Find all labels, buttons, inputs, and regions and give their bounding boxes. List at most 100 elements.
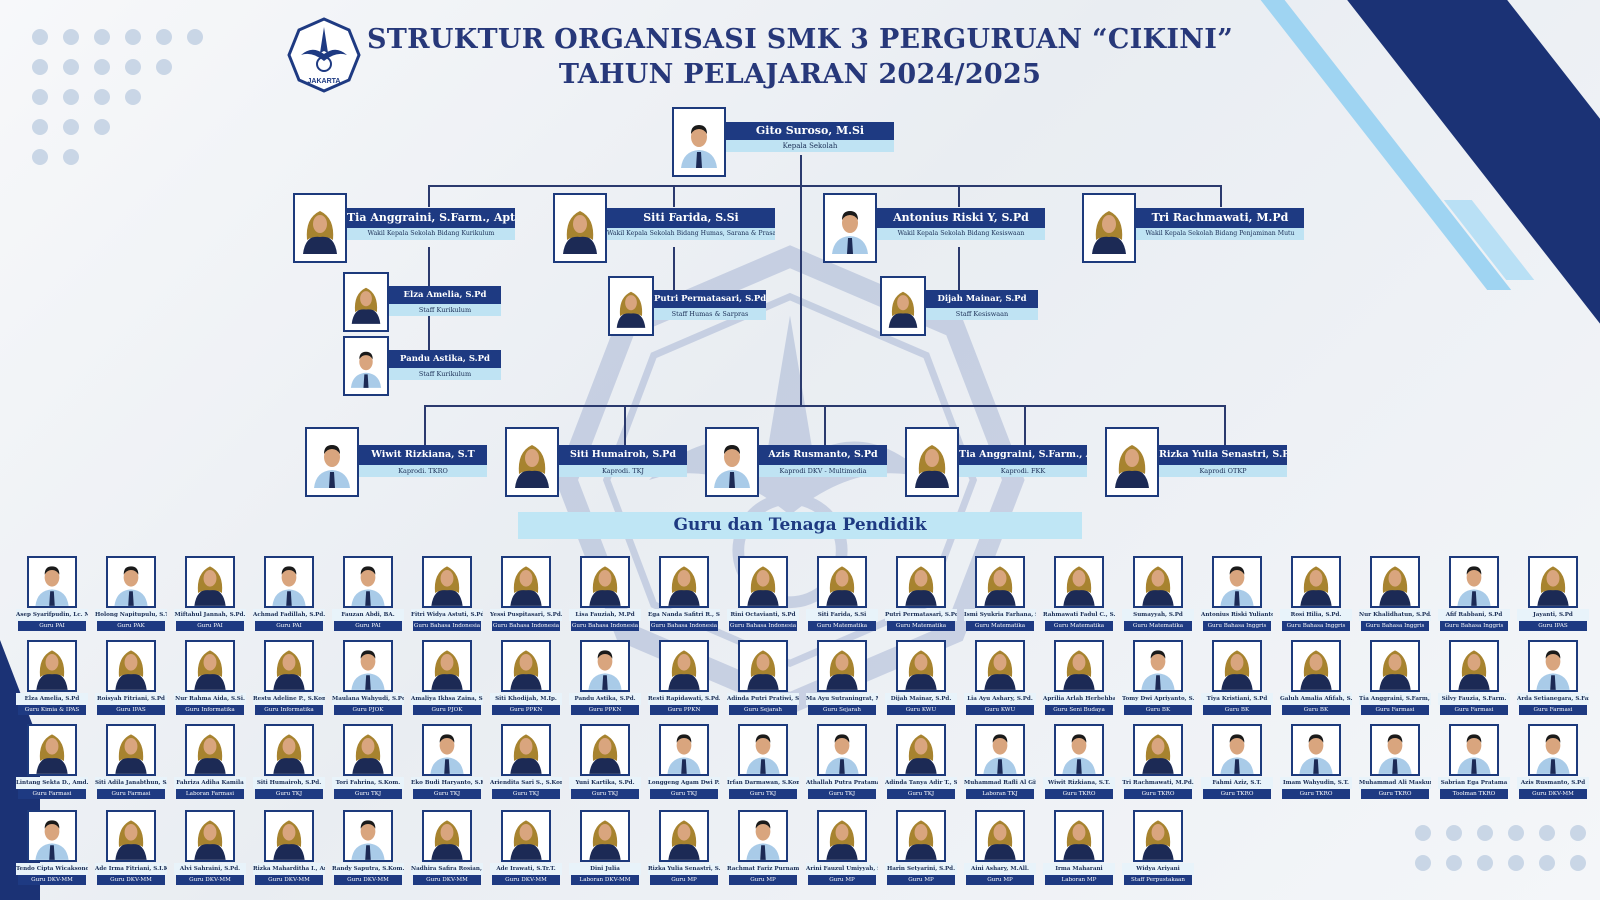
avatar (975, 640, 1025, 692)
teacher-name: Ega Nanda Safitri R., S.Pd. (648, 609, 720, 621)
teacher-name: Muhammad Ali Maskur (1359, 777, 1431, 789)
person-male-icon (582, 642, 628, 690)
person-female-icon (266, 812, 312, 860)
teacher-card: Siti Khodijah, M.Ip.Guru PPKN (490, 640, 562, 720)
connector-line (424, 405, 426, 447)
teacher-card: Rizka Yulia Senastri, S.Pd.Guru MP (648, 810, 720, 890)
teacher-card: Muhammad Rafli Al GifariLaboran TKJ (964, 724, 1036, 804)
teacher-card: Silvy Fauzia, S.Farm.Guru Farmasi (1438, 640, 1510, 720)
teacher-role: Guru MP (887, 875, 955, 885)
connector-line (958, 247, 960, 292)
teacher-name: Fitri Widya Astuti, S.Pd. (411, 609, 483, 621)
teacher-card: Amaliya Ikhsa Zaina, S.Or.Guru PJOK (411, 640, 483, 720)
teacher-role: Guru MP (966, 875, 1034, 885)
teacher-name: Widya Ariyani (1122, 863, 1194, 875)
teacher-role: Guru PJOK (413, 705, 481, 715)
teacher-card: Holong Napitupulu, S.Th.Guru PAK (95, 556, 167, 636)
person-male-icon (977, 726, 1023, 774)
teacher-card: Arda Setianegara, S.Farm.Guru Farmasi (1517, 640, 1589, 720)
person-female-icon (661, 642, 707, 690)
teacher-card: Nur Rahma Aida, S.Si.Guru Informatika (174, 640, 246, 720)
avatar (343, 810, 393, 862)
avatar (1105, 427, 1159, 497)
person-female-icon (424, 812, 470, 860)
teacher-name: Miftahul Jannah, S.Pd. (174, 609, 246, 621)
teacher-name: Nadhira Safira Rosian, Amd. (411, 863, 483, 875)
teacher-card: Alvi Sahraini, S.Pd.Guru DKV-MM (174, 810, 246, 890)
teacher-role: Guru PPKN (650, 705, 718, 715)
kaprodi-card-name: Rizka Yulia Senastri, S.Pd. (1159, 445, 1287, 465)
teacher-name: Lia Ayu Ashary, S.Pd. (964, 693, 1036, 705)
teacher-role: Guru TKRO (1124, 789, 1192, 799)
avatar (608, 276, 654, 336)
teacher-role: Guru TKJ (413, 789, 481, 799)
teacher-name: Ismi Syukria Farhana, S.Pd (964, 609, 1036, 621)
avatar (1054, 810, 1104, 862)
teacher-card: Rizka Maharditha I., Amd.Guru DKV-MM (253, 810, 325, 890)
person-male-icon (266, 558, 312, 606)
person-male-icon (424, 726, 470, 774)
avatar (422, 810, 472, 862)
avatar (27, 640, 77, 692)
person-male-icon (674, 116, 724, 168)
avatar (422, 724, 472, 776)
teacher-card: Harin Setyarini, S.Pd.Guru MP (885, 810, 957, 890)
teacher-role: Guru TKJ (650, 789, 718, 799)
avatar (659, 556, 709, 608)
teacher-role: Guru PJOK (334, 705, 402, 715)
teacher-card: Restu Adeline P., S.Kom.Guru Informatika (253, 640, 325, 720)
teacher-card: Randy Saputra, S.Kom.Guru DKV-MM (332, 810, 404, 890)
kaprodi-card-name: Siti Humairoh, S.Pd (559, 445, 687, 465)
teacher-name: Rizka Yulia Senastri, S.Pd. (648, 863, 720, 875)
avatar (896, 556, 946, 608)
teacher-card: Rachmat Fariz Purnama, S.Pd.Guru MP (727, 810, 799, 890)
person-female-icon (424, 642, 470, 690)
teacher-role: Guru Bahasa Inggris (1440, 621, 1508, 631)
teacher-role: Laboran DKV-MM (571, 875, 639, 885)
teacher-name: Antonius Riski Yulianto, S.Pd (1201, 609, 1273, 621)
person-female-icon (108, 726, 154, 774)
teacher-name: Yessi Puspitasari, S.Pd. (490, 609, 562, 621)
person-female-icon (1056, 558, 1102, 606)
person-female-icon (1372, 558, 1418, 606)
staff-card-name: Pandu Astika, S.Pd (389, 350, 501, 368)
person-female-icon (503, 726, 549, 774)
avatar (1212, 640, 1262, 692)
avatar (705, 427, 759, 497)
teacher-name: Longgeng Agam Dwi P., S.Kom. (648, 777, 720, 789)
person-female-icon (898, 642, 944, 690)
person-female-icon (1084, 202, 1134, 254)
avatar (343, 336, 389, 396)
avatar (1291, 556, 1341, 608)
teacher-card: Adinda Tanya Adir T., S.Kom.Guru TKJ (885, 724, 957, 804)
teacher-name: Fahriza Adiha Kamila (174, 777, 246, 789)
teacher-name: Asep Syarifpudin, Lc. M.Ag. (16, 609, 88, 621)
teacher-card: Imam Wahyudin, S.T.Guru TKRO (1280, 724, 1352, 804)
person-female-icon (907, 436, 957, 488)
teacher-role: Guru Bahasa Inggris (1361, 621, 1429, 631)
person-female-icon (898, 812, 944, 860)
avatar (1449, 724, 1499, 776)
teacher-name: Siti Farida, S.Si (806, 609, 878, 621)
teacher-card: Ade Irawati, S.Tr.T.Guru DKV-MM (490, 810, 562, 890)
teacher-role: Guru TKRO (1282, 789, 1350, 799)
teacher-name: Ade Irawati, S.Tr.T. (490, 863, 562, 875)
avatar (817, 724, 867, 776)
avatar (1370, 724, 1420, 776)
avatar (343, 556, 393, 608)
teacher-role: Guru Farmasi (18, 789, 86, 799)
avatar (659, 810, 709, 862)
teacher-name: Muhammad Rafli Al Gifari (964, 777, 1036, 789)
person-female-icon (29, 642, 75, 690)
person-male-icon (1214, 726, 1260, 774)
teacher-name: Galuh Amalia Afifah, S.Pd. (1280, 693, 1352, 705)
teachers-banner: Guru dan Tenaga Pendidik (518, 512, 1082, 539)
teacher-name: Tomy Dwi Apriyanto, S.Pd (1122, 693, 1194, 705)
teacher-role: Guru PAI (334, 621, 402, 631)
teacher-role: Guru PAI (255, 621, 323, 631)
teacher-name: Azis Rusmanto, S.Pd (1517, 777, 1589, 789)
teacher-card: Pandu Astika, S.Pd.Guru PPKN (569, 640, 641, 720)
